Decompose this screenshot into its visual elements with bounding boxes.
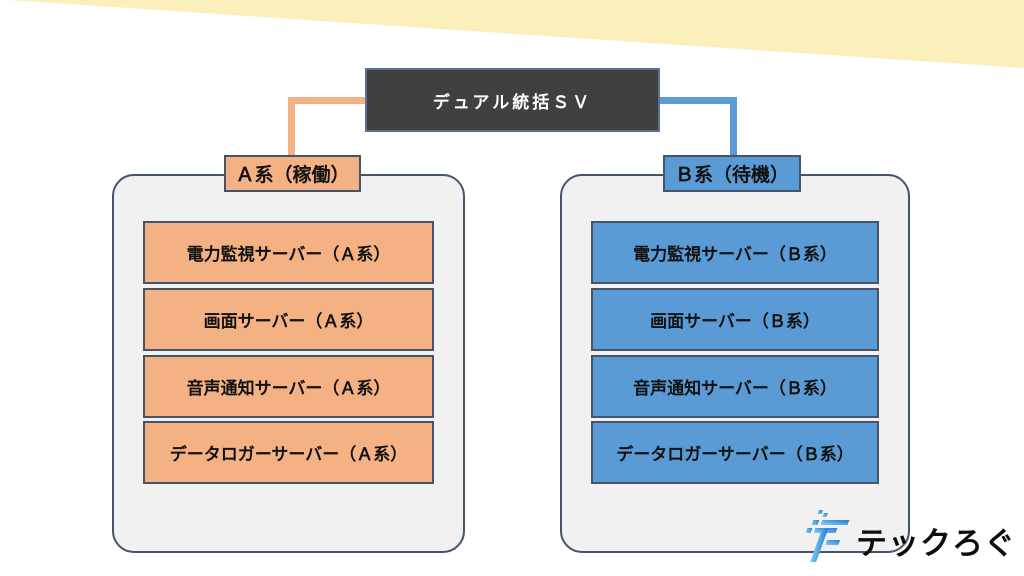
server-node-voice-a: 音声通知サーバー（Ａ系） — [143, 355, 434, 418]
server-node-label: データロガーサーバー（Ａ系） — [169, 445, 408, 464]
server-node-label: 音声通知サーバー（Ｂ系） — [633, 379, 837, 398]
server-node-power-a: 電力監視サーバー（Ａ系） — [143, 221, 434, 284]
server-node-screen-b: 画面サーバー（Ｂ系） — [591, 288, 879, 351]
tech-log-f-mark-icon — [805, 510, 850, 562]
server-node-datalogger-b: データロガーサーバー（Ｂ系） — [591, 421, 879, 484]
group-b-label: Ｂ系（待機） — [663, 155, 801, 192]
server-node-label: 電力監視サーバー（Ｂ系） — [633, 245, 837, 264]
server-node-screen-a: 画面サーバー（Ａ系） — [143, 288, 434, 351]
dual-supervisor-title: デュアル統括ＳＶ — [432, 92, 593, 112]
server-node-label: 電力監視サーバー（Ａ系） — [186, 245, 391, 264]
connector-a-horizontal — [288, 97, 368, 104]
site-logo: テックろぐ — [800, 508, 1016, 564]
connector-a-vertical — [288, 97, 295, 159]
server-node-voice-b: 音声通知サーバー（Ｂ系） — [591, 355, 879, 418]
group-b-label-text: Ｂ系（待機） — [674, 165, 789, 186]
group-b-panel: 電力監視サーバー（Ｂ系） 画面サーバー（Ｂ系） 音声通知サーバー（Ｂ系） データ… — [560, 174, 910, 553]
server-node-label: 画面サーバー（Ａ系） — [203, 312, 374, 331]
group-a-label: Ａ系（稼働） — [224, 155, 361, 192]
server-node-datalogger-a: データロガーサーバー（Ａ系） — [143, 421, 434, 484]
group-a-panel: 電力監視サーバー（Ａ系） 画面サーバー（Ａ系） 音声通知サーバー（Ａ系） データ… — [112, 174, 465, 553]
server-node-label: 画面サーバー（Ｂ系） — [650, 312, 820, 331]
server-node-label: データロガーサーバー（Ｂ系） — [616, 445, 854, 464]
connector-b-horizontal — [657, 97, 737, 104]
yellow-banner — [8, 0, 1024, 68]
server-node-power-b: 電力監視サーバー（Ｂ系） — [591, 221, 879, 284]
site-logo-text: テックろぐ — [856, 525, 1016, 561]
server-node-label: 音声通知サーバー（Ａ系） — [186, 379, 391, 398]
dual-supervisor-node: デュアル統括ＳＶ — [365, 68, 660, 132]
connector-b-vertical — [730, 97, 737, 159]
group-a-label-text: Ａ系（稼働） — [235, 165, 350, 186]
